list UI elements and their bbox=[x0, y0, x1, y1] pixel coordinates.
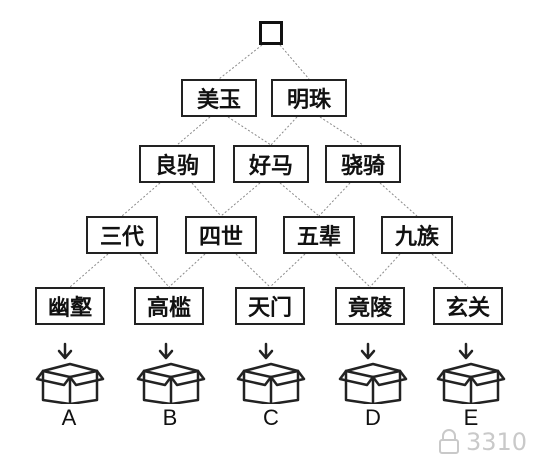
word-node-row2-1: 良驹 bbox=[139, 145, 215, 183]
option-label-b: B bbox=[162, 405, 178, 430]
word-node-row3-3: 五辈 bbox=[283, 216, 355, 254]
open-box-icon bbox=[338, 342, 408, 404]
option-label-c: C bbox=[263, 405, 279, 430]
connector-line bbox=[227, 116, 272, 146]
connector-line bbox=[220, 182, 261, 217]
watermark-text: 3310 bbox=[466, 428, 528, 456]
word-node-row4-2: 高槛 bbox=[134, 287, 204, 325]
connector-line bbox=[319, 116, 364, 146]
word-node-row4-5: 玄关 bbox=[433, 287, 503, 325]
word-node-row1-2: 明珠 bbox=[271, 79, 347, 117]
connector-line bbox=[369, 253, 401, 288]
lock-logo-icon bbox=[439, 429, 459, 454]
open-box-icon bbox=[436, 342, 506, 404]
connector-line bbox=[121, 182, 161, 217]
blank-answer-box bbox=[259, 21, 283, 45]
watermark: 3310 bbox=[438, 427, 546, 457]
connector-line bbox=[318, 182, 351, 217]
open-box-icon bbox=[35, 342, 105, 404]
connector-line bbox=[168, 253, 206, 288]
option-label-e: E bbox=[463, 405, 479, 430]
connector-line bbox=[139, 253, 170, 288]
open-box-icon bbox=[236, 342, 306, 404]
connector-line bbox=[270, 116, 298, 146]
word-node-row2-3: 骁骑 bbox=[325, 145, 401, 183]
word-node-row2-2: 好马 bbox=[233, 145, 309, 183]
word-node-row3-2: 四世 bbox=[185, 216, 257, 254]
connector-line bbox=[269, 253, 306, 288]
connector-line bbox=[218, 44, 263, 80]
connector-line bbox=[69, 253, 109, 288]
word-node-row4-4: 竟陵 bbox=[335, 287, 405, 325]
open-box-icon bbox=[136, 342, 206, 404]
connector-line bbox=[335, 253, 371, 288]
word-node-row4-1: 幽壑 bbox=[35, 287, 105, 325]
connector-line bbox=[235, 253, 271, 288]
connector-line bbox=[379, 182, 418, 217]
word-node-row4-3: 天门 bbox=[235, 287, 305, 325]
word-node-row3-4: 九族 bbox=[381, 216, 453, 254]
connector-line bbox=[279, 182, 320, 217]
connector-line bbox=[279, 44, 310, 80]
word-node-row3-1: 三代 bbox=[86, 216, 158, 254]
option-label-d: D bbox=[365, 405, 381, 430]
connector-line bbox=[176, 116, 211, 146]
connector-line bbox=[431, 253, 469, 288]
option-label-a: A bbox=[61, 405, 77, 430]
word-node-row1-1: 美玉 bbox=[181, 79, 257, 117]
connector-line bbox=[191, 182, 222, 217]
